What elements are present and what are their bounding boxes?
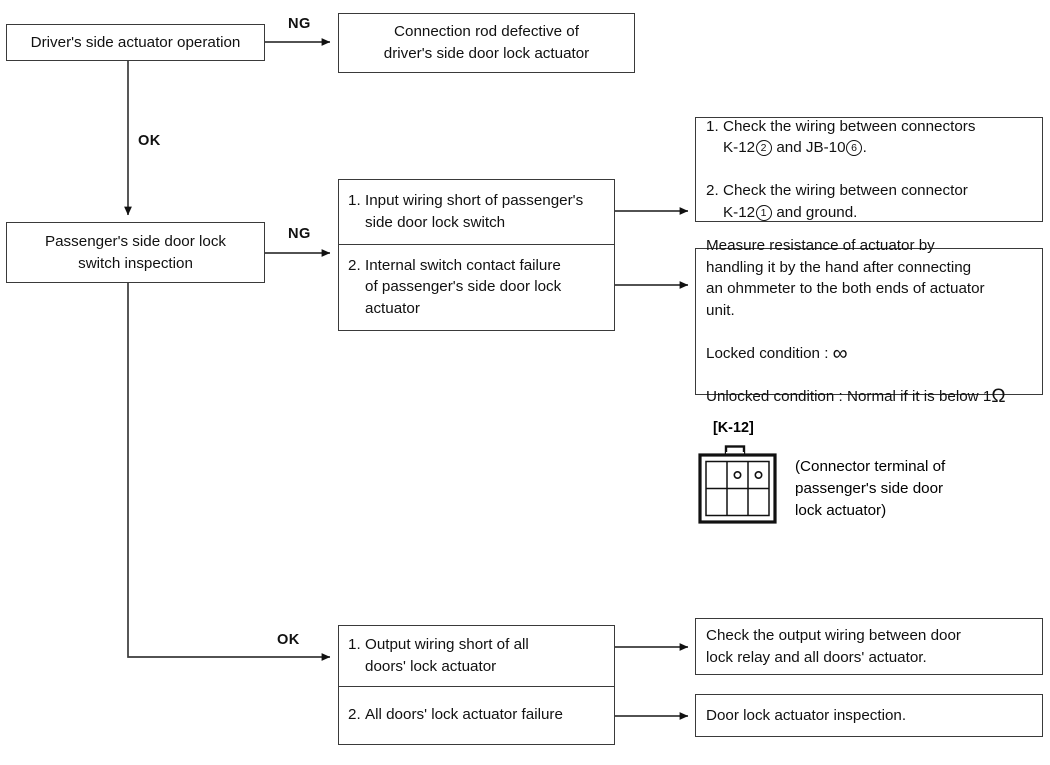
- circled-number: 6: [846, 140, 863, 157]
- cause-item-text: Output wiring short of all doors' lock a…: [365, 636, 529, 675]
- node-action-output-wiring-check-label: Check the output wiring between door loc…: [706, 626, 961, 666]
- cause-item-number: 1.: [348, 636, 361, 654]
- unlocked-condition-label: Unlocked condition : Normal if it is bel…: [706, 388, 992, 406]
- connector-caption: (Connector terminal of passenger's side …: [795, 458, 946, 520]
- cause-item-text: All doors' lock actuator failure: [365, 706, 563, 724]
- action-line-number: 1.: [706, 117, 719, 135]
- action-line-suffix: and ground.: [772, 203, 858, 221]
- infinity-symbol: ∞: [832, 342, 848, 366]
- locked-condition-line: Locked condition : ∞: [706, 343, 1006, 365]
- edge-label-passenger-ng: NG: [288, 226, 311, 242]
- edge-label-passenger-ok: OK: [277, 632, 300, 648]
- node-passenger-side-switch-inspection-label: Passenger's side door lock switch inspec…: [44, 232, 227, 272]
- node-connection-rod-defective: Connection rod defective of driver's sid…: [338, 13, 635, 73]
- circled-number: 1: [755, 205, 772, 222]
- action-line-part1: Check the wiring between connectors: [723, 117, 976, 135]
- connector-pinout-icon: [698, 445, 777, 524]
- cause-item-number: 1.: [348, 192, 361, 210]
- cause-item-text: Internal switch contact failure of passe…: [365, 256, 562, 317]
- node-action-actuator-inspection: Door lock actuator inspection.: [695, 694, 1043, 737]
- cause-item: 2. All doors' lock actuator failure: [348, 704, 563, 726]
- cause-item: 1. Output wiring short of all doors' loc…: [348, 634, 529, 677]
- row-divider: [339, 686, 614, 688]
- cause-item-number: 2.: [348, 706, 361, 724]
- unlocked-condition-line: Unlocked condition : Normal if it is bel…: [706, 386, 1006, 408]
- action-measure-resistance-body: Measure resistance of actuator by handli…: [706, 214, 1006, 430]
- node-passenger-side-switch-inspection: Passenger's side door lock switch inspec…: [6, 222, 265, 283]
- connector-tag-label: [K-12]: [713, 420, 754, 436]
- node-driver-side-actuator-operation-label: Driver's side actuator operation: [30, 33, 241, 51]
- row-divider: [339, 244, 614, 246]
- ohm-symbol: Ω: [991, 386, 1006, 408]
- action-line-connector-a: K-12: [723, 203, 756, 221]
- node-passenger-ok-causes: 1. Output wiring short of all doors' loc…: [338, 625, 615, 745]
- cause-item: 1. Input wiring short of passenger's sid…: [348, 190, 583, 233]
- connector-illustration-k12: [K-12] (Connector terminal of passenger'…: [695, 420, 1035, 530]
- node-action-measure-resistance: Measure resistance of actuator by handli…: [695, 237, 1043, 406]
- action-line-suffix: .: [862, 139, 867, 157]
- locked-condition-label: Locked condition :: [706, 345, 833, 363]
- cause-item: 2. Internal switch contact failure of pa…: [348, 255, 561, 320]
- node-passenger-ng-causes: 1. Input wiring short of passenger's sid…: [338, 179, 615, 331]
- action-line-part1: Check the wiring between connector: [723, 182, 968, 200]
- edge-label-driver-ok: OK: [138, 133, 161, 149]
- node-driver-side-actuator-operation: Driver's side actuator operation: [6, 24, 265, 61]
- node-connection-rod-defective-label: Connection rod defective of driver's sid…: [383, 23, 590, 62]
- node-action-actuator-inspection-label: Door lock actuator inspection.: [706, 706, 907, 724]
- node-action-output-wiring-check: Check the output wiring between door loc…: [695, 618, 1043, 675]
- action-line-connector-b: and JB-10: [772, 139, 846, 157]
- cause-item-text: Input wiring short of passenger's side d…: [365, 192, 584, 231]
- edge-label-driver-ng: NG: [288, 16, 311, 32]
- action-line-number: 2.: [706, 182, 719, 200]
- action-line-connector-a: K-12: [723, 139, 756, 157]
- resistance-paragraph: Measure resistance of actuator by handli…: [706, 237, 985, 319]
- circled-number: 2: [755, 140, 772, 157]
- cause-item-number: 2.: [348, 256, 361, 274]
